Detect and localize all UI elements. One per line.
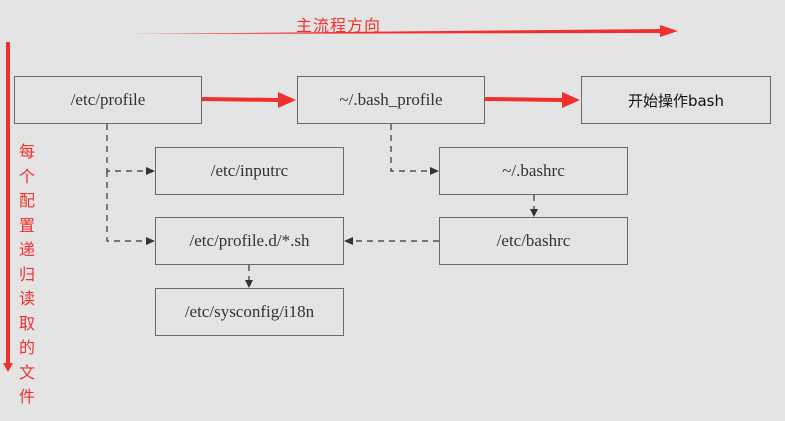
arrowhead-i18n	[245, 280, 253, 288]
arrow-bash-profile-to-start	[485, 92, 580, 108]
connector-bash-profile-to-bashrc	[390, 124, 430, 172]
recursive-read-label: 每个配置递归读取的文件	[18, 142, 35, 406]
node-etc-bashrc: /etc/bashrc	[439, 217, 628, 265]
arrowhead-profile-d-left	[146, 237, 155, 245]
node-bash-profile: ~/.bash_profile	[297, 76, 485, 124]
node-etc-profile-d: /etc/profile.d/*.sh	[155, 217, 344, 265]
node-etc-profile: /etc/profile	[14, 76, 202, 124]
connector-profile-to-inputrc	[106, 124, 146, 172]
arrowhead-profile-d-right	[344, 237, 353, 245]
arrowhead-etc-bashrc	[530, 209, 538, 217]
main-flow-label: 主流程方向	[296, 16, 382, 35]
arrowhead-bashrc	[430, 167, 439, 175]
node-start-bash: 开始操作bash	[581, 76, 771, 124]
node-etc-sysconfig-i18n: /etc/sysconfig/i18n	[155, 288, 344, 336]
main-flow-arrow	[130, 25, 678, 37]
arrow-profile-to-bash-profile	[202, 92, 296, 108]
arrowhead-inputrc	[146, 167, 155, 175]
node-etc-inputrc: /etc/inputrc	[155, 147, 344, 195]
connector-profile-to-profile-d	[106, 171, 146, 242]
node-user-bashrc: ~/.bashrc	[439, 147, 628, 195]
read-order-arrow	[3, 42, 13, 372]
